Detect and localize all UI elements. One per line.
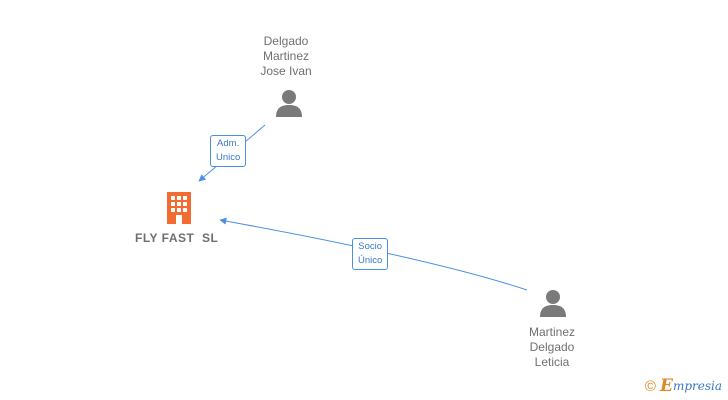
edge-label-line2: Unico <box>216 152 241 163</box>
person-bottom-name: Martinez Delgado Leticia <box>506 325 598 370</box>
brand-logo-text: mpresia <box>672 379 722 393</box>
brand-logo-initial: E <box>659 376 673 396</box>
person-icon[interactable] <box>538 288 568 318</box>
building-icon[interactable] <box>164 190 194 224</box>
edge-label-line2: Único <box>358 255 383 266</box>
person-icon[interactable] <box>274 88 304 118</box>
edge-bottom-to-company <box>219 217 528 291</box>
edge-label-adm-unico: Adm. Unico <box>210 135 247 167</box>
edge-label-socio-unico: Socio Único <box>352 238 389 270</box>
edge-label-line1: Adm. <box>217 138 240 149</box>
person-bottom-name-line1: Martinez <box>528 325 575 339</box>
edge-label-line1: Socio <box>358 241 383 252</box>
person-bottom-name-line2: Delgado <box>529 340 575 354</box>
copyright-icon: © <box>644 377 656 395</box>
person-top-name-line1: Delgado <box>263 34 309 48</box>
brand-footer: © E mpresia <box>645 376 722 396</box>
person-bottom-name-line3: Leticia <box>534 355 570 369</box>
company-name[interactable]: FLY FAST SL <box>135 231 219 245</box>
person-top-name-line2: Martinez <box>262 49 309 63</box>
person-top-name: Delgado Martinez Jose Ivan <box>240 34 332 79</box>
person-top-name-line3: Jose Ivan <box>260 64 312 78</box>
